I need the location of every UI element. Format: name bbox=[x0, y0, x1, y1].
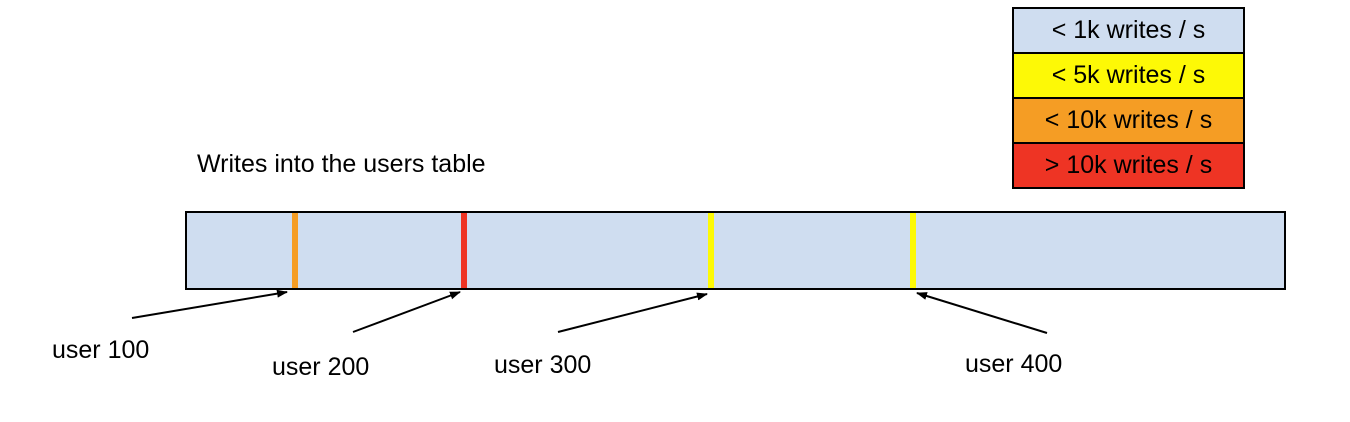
label-user-200: user 200 bbox=[272, 353, 370, 381]
legend: < 1k writes / s < 5k writes / s < 10k wr… bbox=[1012, 7, 1245, 189]
label-user-100: user 100 bbox=[52, 336, 150, 364]
diagram-title: Writes into the users table bbox=[197, 150, 486, 178]
arrow-user-100 bbox=[131, 289, 288, 319]
legend-item-lt-1k: < 1k writes / s bbox=[1014, 9, 1243, 52]
hot-key-marker-user-300 bbox=[708, 213, 714, 288]
legend-item-lt-5k: < 5k writes / s bbox=[1014, 52, 1243, 97]
label-user-300: user 300 bbox=[494, 351, 592, 379]
hot-key-marker-user-200 bbox=[461, 213, 467, 288]
arrow-user-300 bbox=[557, 292, 708, 333]
arrow-user-400 bbox=[916, 292, 1048, 334]
legend-item-lt-10k: < 10k writes / s bbox=[1014, 97, 1243, 142]
hot-key-marker-user-100 bbox=[292, 213, 298, 288]
arrow-user-200 bbox=[352, 291, 461, 333]
hot-key-marker-user-400 bbox=[910, 213, 916, 288]
label-user-400: user 400 bbox=[965, 350, 1063, 378]
legend-item-gt-10k: > 10k writes / s bbox=[1014, 142, 1243, 187]
users-table-bar bbox=[185, 211, 1286, 290]
